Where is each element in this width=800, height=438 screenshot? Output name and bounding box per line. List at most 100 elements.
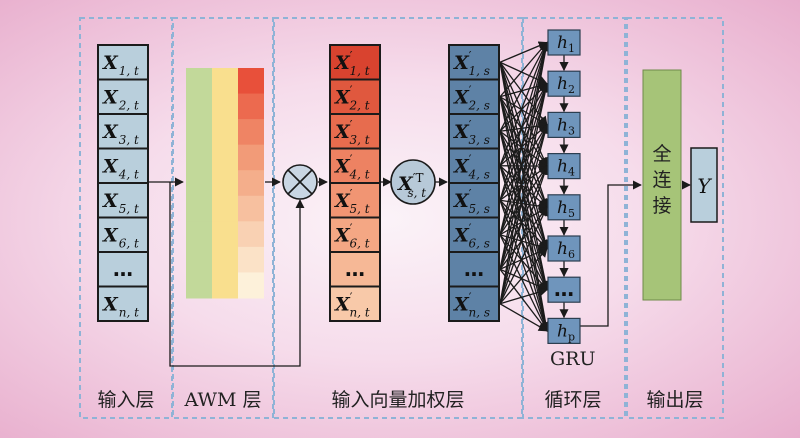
caption-input-layer: 输入层 [97,389,154,411]
fc-layer: 全连接 [642,69,682,301]
input-vector-cell-label: X6, t [102,225,139,251]
weighted-vector-ellipsis: … [345,257,365,281]
fanout-arrow [499,131,550,332]
awm-cell [212,170,238,197]
gru-unit: h5 [547,194,581,221]
fanout-arrow [499,82,550,304]
gru-unit-label: hp [557,321,575,343]
awm-cell [238,246,264,273]
input-vector-cell: X2, t [97,78,149,115]
fanout-arrow [499,124,549,270]
awm-cell [186,119,212,146]
caption-awm-layer: AWM 层 [184,389,262,411]
gru-unit-box [547,317,581,344]
awm-cell [238,68,264,95]
awm-cell [186,272,212,299]
awm-cell [186,93,212,120]
output-vector-cell-label: X′4, s [453,153,490,182]
awm-cell [212,144,238,171]
output-vector-cell: X′4, s [448,147,500,184]
output-vector-cell-label: X′5, s [453,187,490,216]
awm-cell [212,272,238,299]
gru-unit-box [547,153,581,180]
output-vector-cell: … [448,251,500,288]
awm-cell [186,221,212,248]
input-vector-cell: X3, t [97,113,149,150]
input-layer-frame [79,17,173,419]
gru-unit: h4 [547,153,581,180]
weighted-vector-cell: … [329,251,381,288]
weighted-vector-column: X′1, tX′2, tX′3, tX′4, tX′5, tX′6, t…X′n… [329,44,381,322]
input-vector-cell-box [97,216,149,253]
gru-unit: h1 [547,29,581,56]
fanout-arrow [499,131,550,291]
input-vector-cell-box [97,251,149,288]
fanout-arrow [499,82,549,201]
gru-unit-label: h6 [557,239,575,261]
fc-layer-bar [642,69,682,301]
gru-ellipsis: … [554,277,574,301]
weighted-vector-cell: X′1, t [329,44,381,81]
awm-matrix [186,68,264,299]
gru-unit-box [547,194,581,221]
weighted-vector-cell: X′4, t [329,147,381,184]
output-node: Y [690,147,718,223]
output-y-box [690,147,718,223]
output-vector-cell-box [448,147,500,184]
gru-unit-label: h1 [557,33,575,55]
weighted-vector-cell-label: X′5, t [334,187,370,216]
fanout-arrow [499,165,548,270]
gru-unit: … [547,276,581,303]
fanout-arrow [499,124,548,236]
awm-cell [186,144,212,171]
awm-cell [212,93,238,120]
multiply-node [282,164,318,200]
weighted-vector-cell-label: X′2, t [334,84,370,113]
weighted-vector-cell-label: X′6, t [334,222,370,251]
fanout-arrow [499,303,548,332]
output-vector-cell: X′6, s [448,216,500,253]
skip-connection-arrow [169,182,305,367]
output-y-label: Y [697,174,712,198]
weighted-vector-cell: X′5, t [329,182,381,219]
output-vector-cell: X′3, s [448,113,500,150]
input-vector-cell-label: X4, t [102,156,139,182]
weighted-vector-cell-label: X′3, t [334,118,370,147]
fanout-arrow [499,165,549,291]
gru-unit-label: h4 [557,157,575,179]
gru-unit-label: h2 [557,74,575,96]
input-vector-cell-box [97,44,149,81]
output-vector-ellipsis: … [464,257,484,281]
weighted-vector-cell: X′6, t [329,216,381,253]
fanout-arrow [499,247,548,305]
input-vector-cell: … [97,251,149,288]
weighted-vector-cell-label: X′4, t [334,153,370,182]
input-vector-cell-box [97,147,149,184]
caption-weighted-layer: 输入向量加权层 [331,389,464,411]
gru-unit: h3 [547,111,581,139]
output-vector-cell: X′2, s [448,78,500,115]
output-vector-cell: X′1, s [448,44,500,81]
awm-cell [212,246,238,273]
output-vector-cell-box [448,44,500,81]
weighted-vector-cell-label: X′1, t [334,49,370,78]
awm-cell [186,246,212,273]
fanout-arrow [499,124,548,201]
fanout-arrow [499,41,550,235]
fanout-arrow [499,82,549,235]
input-vector-cell-label: Xn, t [102,294,139,320]
input-vector-cell: X1, t [97,44,149,81]
awm-cell [212,68,238,95]
output-vector-cell-label: X′n, s [453,291,490,320]
gru-unit: hp [547,317,581,344]
output-vector-cell-box [448,113,500,150]
awm-cell [186,68,212,95]
input-vector-cell-box [97,113,149,150]
weighted-vector-cell-box [329,44,381,81]
awm-layer-frame [172,17,274,419]
weighted-vector-cell: X′2, t [329,78,381,115]
fanout-arrow [499,82,548,167]
input-vector-cell-box [97,182,149,219]
